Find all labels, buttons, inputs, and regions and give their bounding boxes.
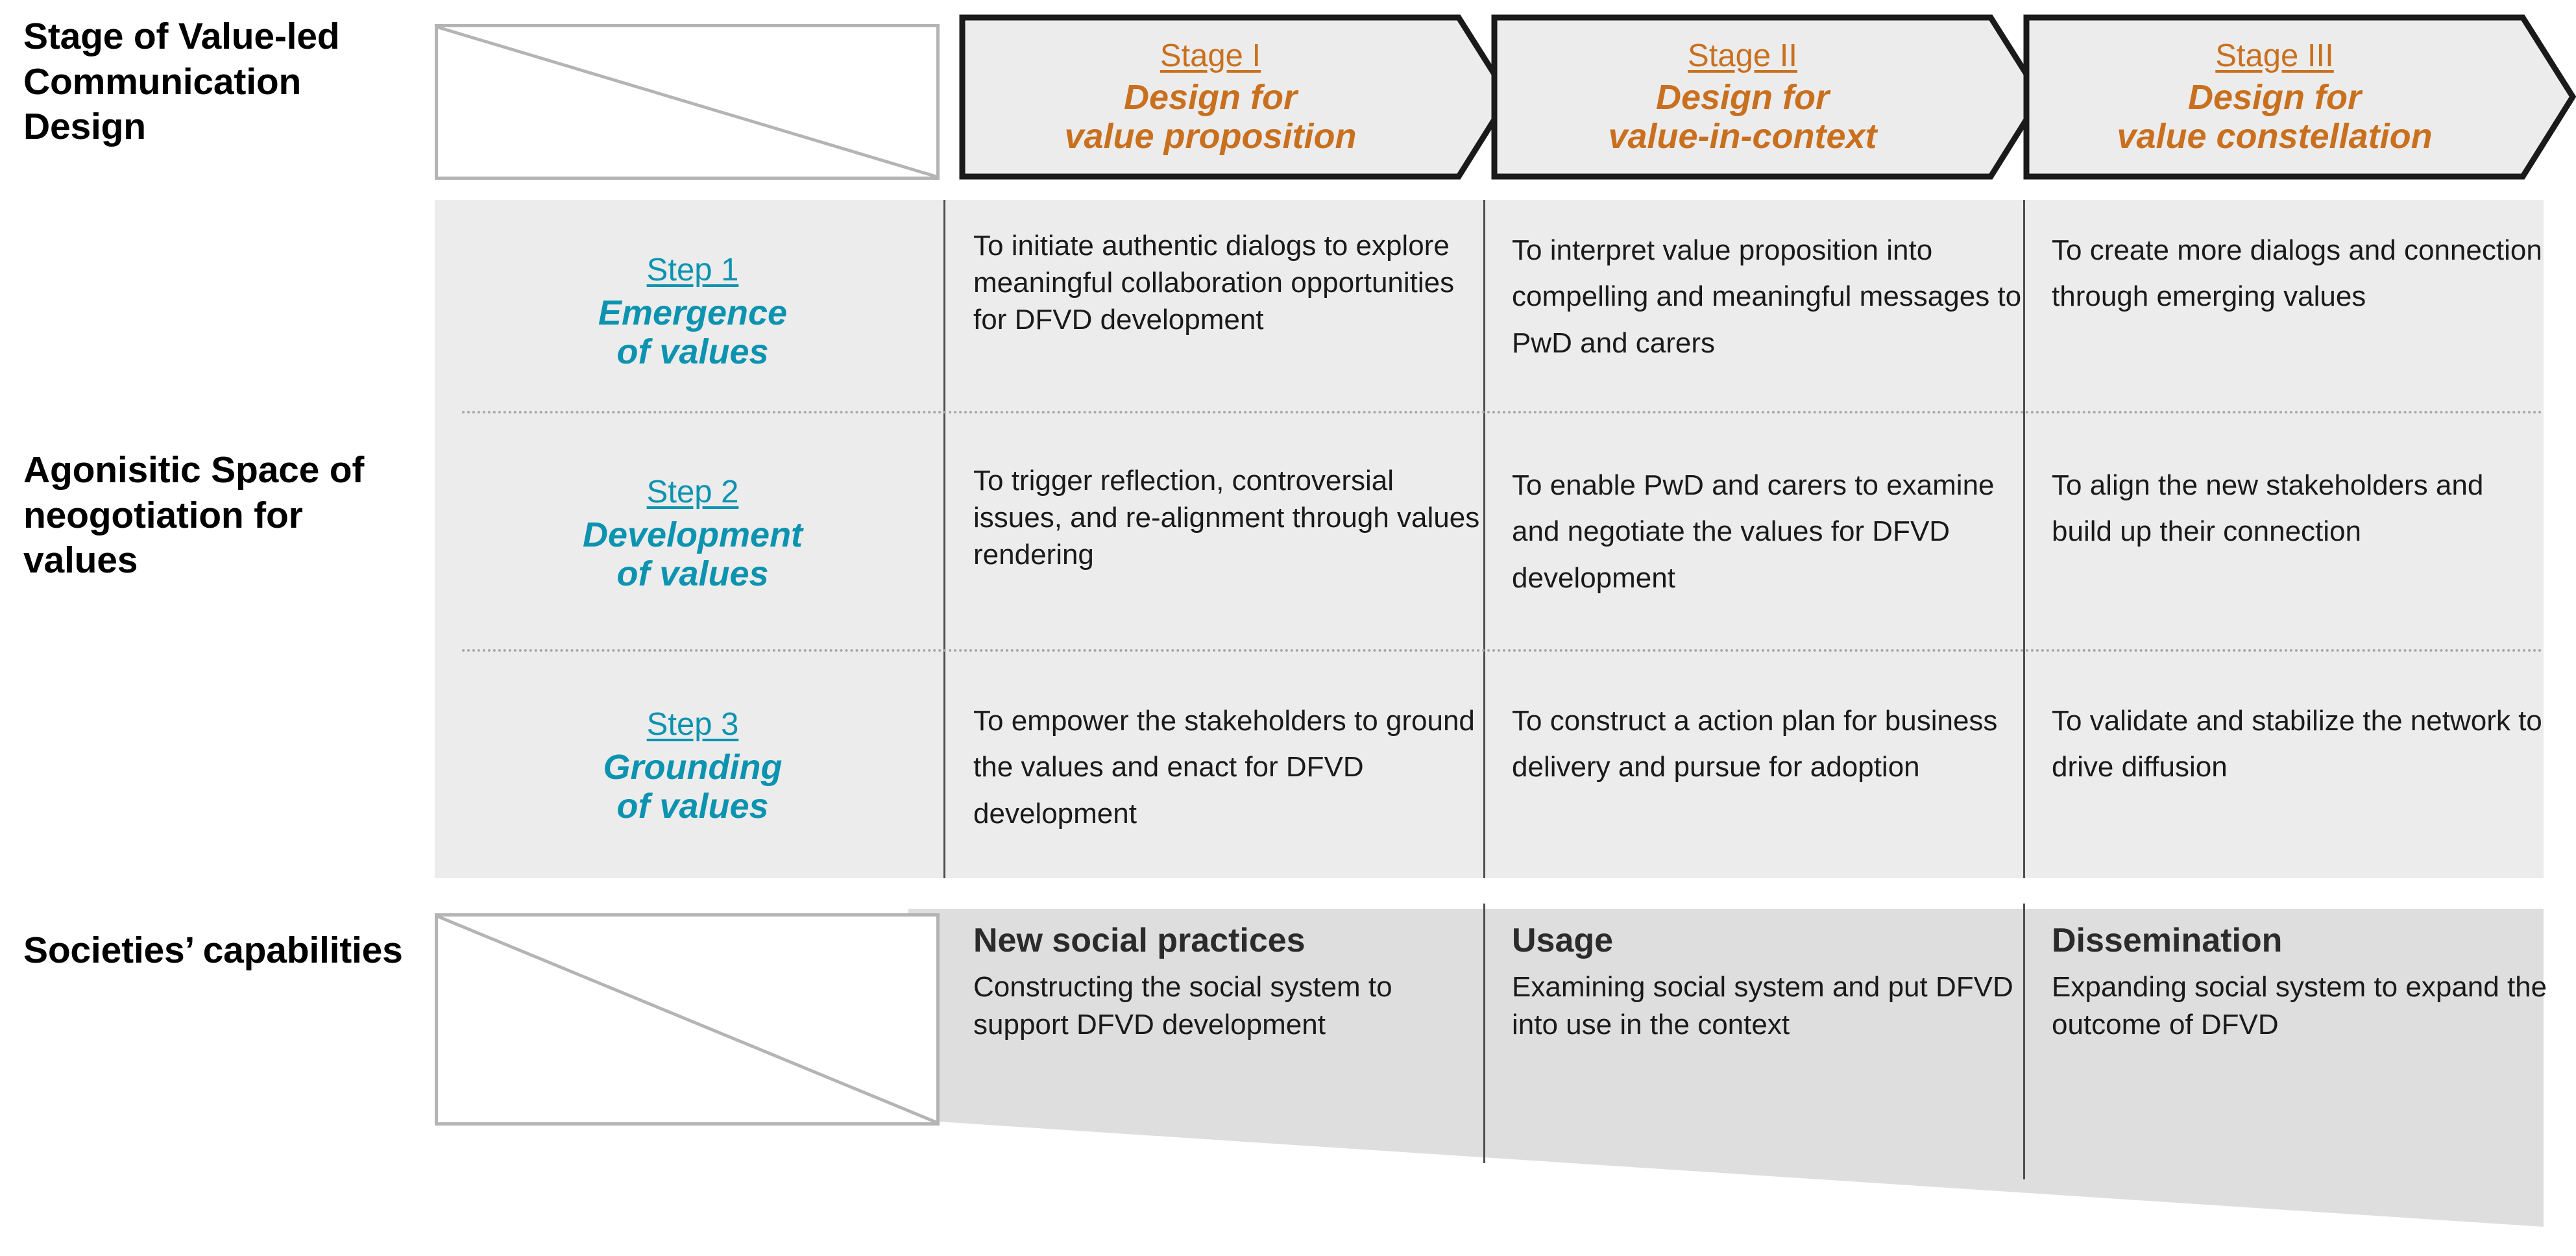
agonistic-band-background: [435, 200, 2544, 878]
stage-arrow-3[interactable]: Stage III Design for value constellation: [2023, 14, 2576, 180]
step-label-2[interactable]: Step 2 Development of values: [441, 436, 944, 631]
step-label-1-name-line1: Emergence: [598, 293, 788, 332]
step-label-1-number: Step 1: [646, 252, 739, 288]
stage-arrow-2[interactable]: Stage II Design for value-in-context: [1491, 14, 2044, 180]
societies-wedge-shape: [908, 902, 2576, 1256]
empty-placeholder-box-bottom: [435, 913, 940, 1126]
column-divider-2: [1483, 200, 1485, 878]
step-label-3-number: Step 3: [646, 707, 739, 743]
bottom-cell-2: Usage Examining social system and put DF…: [1512, 922, 2024, 1044]
row-label-stage: Stage of Value-led Communication Design: [23, 16, 340, 148]
column-divider-3: [2023, 200, 2025, 878]
bottom-cell-3-title: Dissemination: [2052, 922, 2283, 959]
stage-arrow-1[interactable]: Stage I Design for value proposition: [959, 14, 1512, 180]
matrix-cell-r2c1: To trigger reflection, controversial iss…: [973, 465, 1480, 571]
wedge-column-divider-1: [1483, 904, 1485, 1163]
row-label-societies-capabilities: Societies’ capabilities: [23, 930, 403, 971]
chevron-arrow-icon: [1491, 14, 2044, 180]
chevron-arrow-icon: [959, 14, 1512, 180]
bottom-cell-3-body: Expanding social system to expand the ou…: [2052, 970, 2547, 1041]
row-divider-2: [462, 649, 2544, 652]
step-label-3[interactable]: Step 3 Grounding of values: [441, 669, 944, 863]
wedge-column-divider-2: [2023, 904, 2025, 1179]
diagonal-slash-icon: [438, 27, 936, 177]
bottom-cell-1: New social practices Constructing the so…: [973, 922, 1492, 1044]
matrix-cell-r3c1: To empower the stakeholders to ground th…: [973, 705, 1475, 830]
bottom-cell-3: Dissemination Expanding social system to…: [2052, 922, 2551, 1044]
matrix-cell-r1c3: To create more dialogs and connection th…: [2052, 234, 2542, 313]
matrix-cell-r3c2: To construct a action plan for business …: [1512, 705, 1998, 783]
row-divider-1: [462, 411, 2544, 413]
wedge-polygon-icon: [908, 909, 2544, 1227]
step-label-2-name-line2: of values: [616, 554, 769, 594]
bottom-cell-2-title: Usage: [1512, 922, 1614, 959]
step-label-2-number: Step 2: [646, 474, 739, 510]
step-label-1-name-line2: of values: [616, 332, 769, 372]
empty-placeholder-box-top: [435, 24, 940, 180]
bottom-cell-1-body: Constructing the social system to suppor…: [973, 970, 1392, 1041]
matrix-cell-r3c3: To validate and stabilize the network to…: [2052, 705, 2542, 783]
chevron-arrow-icon: [2023, 14, 2576, 180]
diagonal-slash-icon: [438, 917, 936, 1122]
matrix-cell-r1c1: To initiate authentic dialogs to explore…: [973, 230, 1455, 336]
matrix-cell-r1c2: To interpret value proposition into comp…: [1512, 234, 2022, 359]
row-label-agonistic-space: Agonisitic Space of neogotiation for val…: [23, 449, 365, 582]
step-label-1[interactable]: Step 1 Emergence of values: [441, 214, 944, 409]
step-label-3-name-line2: of values: [616, 787, 769, 826]
step-label-2-name-line1: Development: [582, 515, 803, 554]
step-label-3-name-line1: Grounding: [603, 747, 783, 787]
matrix-cell-r2c3: To align the new stakeholders and build …: [2052, 469, 2484, 548]
bottom-cell-1-title: New social practices: [973, 922, 1306, 959]
column-divider-1: [943, 200, 945, 878]
matrix-cell-r2c2: To enable PwD and carers to examine and …: [1512, 469, 1995, 594]
bottom-cell-2-body: Examining social system and put DFVD int…: [1512, 970, 2013, 1041]
